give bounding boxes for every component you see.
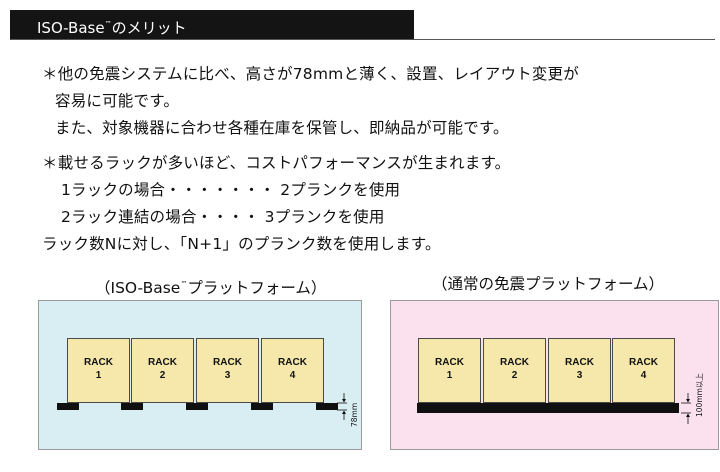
title-brand: ISO-Base [37,19,105,37]
benefit-line-5: 1ラックの場合・・・・・・・ 2プランクを使用 [61,181,401,199]
rack-label: RACK [565,357,594,368]
section-header: ISO-Base™のメリット [10,10,414,39]
rack-box: RACK 1 [418,338,481,403]
title-suffix: のメリット [111,19,187,37]
section-title: ISO-Base™のメリット [37,15,187,38]
benefit-line-7: ラック数Nに対し、「N+1」のプランク数を使用します。 [42,235,441,253]
rack-label: RACK [84,357,113,368]
conventional-diagram: RACK 1 RACK 2 RACK 3 RACK 4 100mm以上 [390,300,719,450]
rack-label: RACK [500,357,529,368]
height-dimension-marker [337,393,347,420]
height-dimension-label: 78mm [350,402,359,427]
plank-block [186,403,208,410]
benefit-line-3: また、対象機器に合わせ各種在庫を保管し、即納品が可能です。 [55,119,509,137]
left-caption-open: （ISO-Base [95,279,181,297]
left-caption-tm: ™ [180,280,188,288]
benefit-line-1: ＊他の免震システムに比べ、高さが78mmと薄く、設置、レイアウト変更が [42,65,579,83]
rack-label: RACK [629,357,658,368]
benefit-line-4: ＊載せるラックが多いほど、コストパフォーマンスが生まれます。 [42,154,511,172]
benefit-line-6: 2ラック連結の場合・・・・ 3プランクを使用 [61,208,385,226]
rack-box: RACK 3 [196,338,259,403]
height-dimension-marker [681,393,691,424]
benefit-line-2: 容易に可能です。 [55,92,180,110]
plank-block [57,403,79,410]
rack-box: RACK 3 [548,338,611,403]
height-dimension-label: 100mm以上 [695,373,704,417]
iso-base-diagram: RACK 1 RACK 2 RACK 3 RACK 4 78mm [38,300,362,450]
plank-block [121,403,143,410]
rack-label: RACK [213,357,242,368]
rack-number: 3 [576,370,583,381]
rack-number: 2 [159,370,166,381]
plank-block [316,403,338,410]
rack-box: RACK 4 [261,338,324,403]
rack-number: 3 [224,370,231,381]
rack-number: 4 [289,370,296,381]
right-caption: （通常の免震プラットフォーム） [432,275,665,293]
header-rule [10,39,715,40]
plank-block [251,403,273,410]
rack-box: RACK 1 [67,338,130,403]
rack-box: RACK 4 [612,338,675,403]
rack-number: 4 [640,370,647,381]
rack-number: 1 [446,370,453,381]
left-caption-rest: プラットフォーム） [187,279,327,297]
rack-box: RACK 2 [131,338,194,403]
rack-label: RACK [278,357,307,368]
rack-label: RACK [148,357,177,368]
left-caption: （ISO-Base™プラットフォーム） [95,274,326,298]
rack-number: 1 [95,370,102,381]
full-platform-plank [417,403,679,413]
trademark-mark: ™ [104,20,112,28]
rack-box: RACK 2 [483,338,546,403]
rack-number: 2 [511,370,518,381]
rack-label: RACK [435,357,464,368]
